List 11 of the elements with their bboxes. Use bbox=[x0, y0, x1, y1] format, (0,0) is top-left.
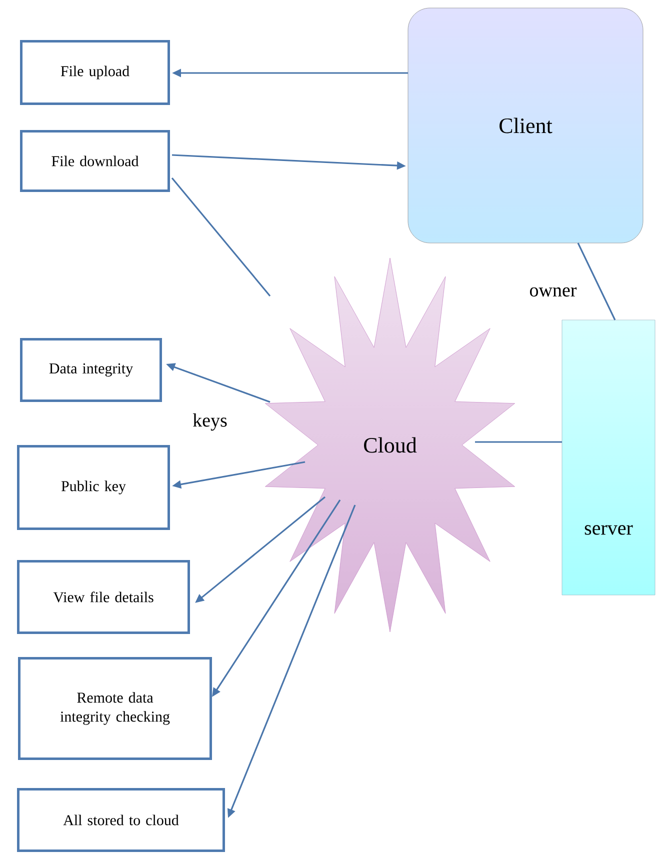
edge-label: owner bbox=[528, 286, 578, 298]
text-box: All stored to cloud bbox=[17, 788, 225, 852]
text-box: Public key bbox=[17, 445, 170, 530]
client-box: Client bbox=[408, 8, 644, 244]
text-box: File upload bbox=[20, 40, 170, 105]
text-box: View file details bbox=[17, 560, 190, 634]
annotation-text: keys bbox=[192, 413, 227, 431]
server-box: server bbox=[562, 320, 656, 596]
text-box: File download bbox=[20, 130, 170, 192]
text-box: Remote data integrity checking bbox=[18, 657, 212, 760]
text-box: Data integrity bbox=[20, 338, 162, 402]
